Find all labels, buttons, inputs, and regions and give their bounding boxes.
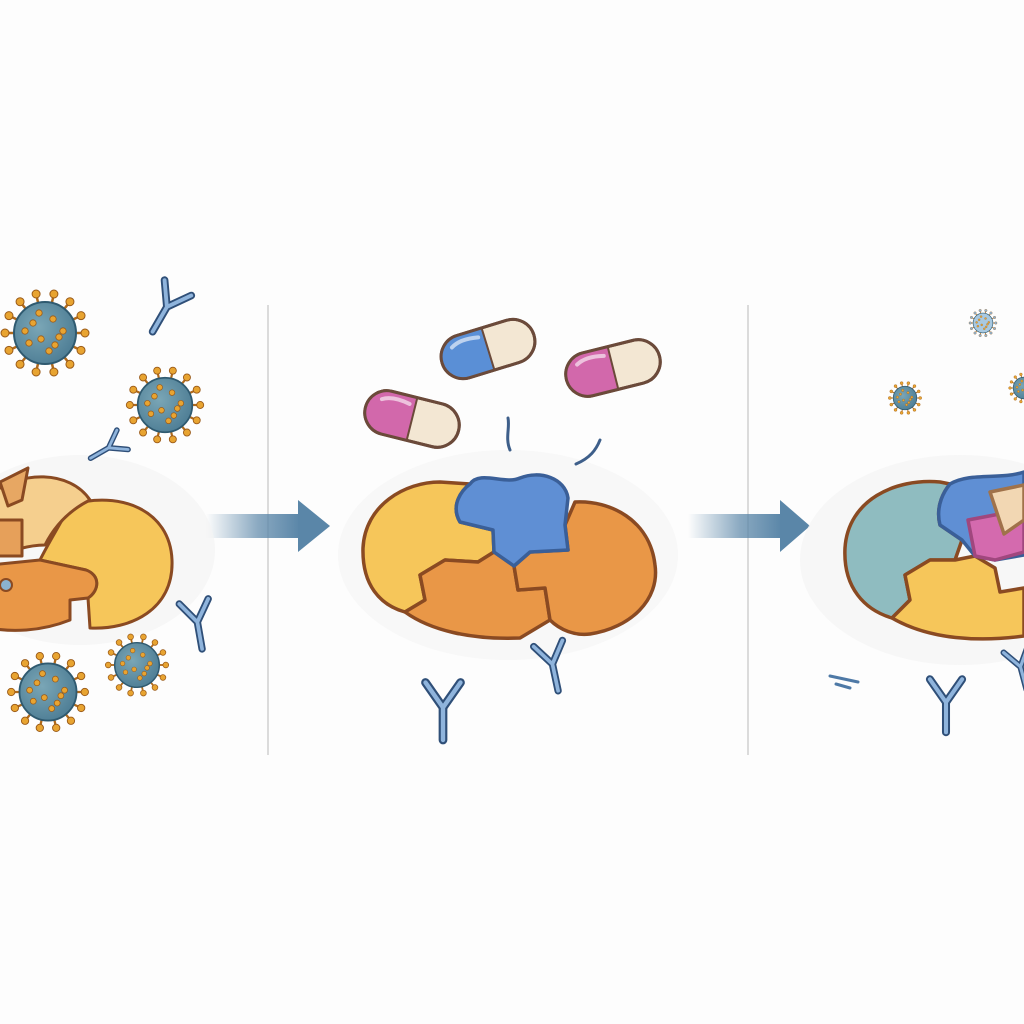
panel-infection	[0, 276, 215, 735]
arrow-right-icon	[688, 500, 810, 552]
ligand-fragment	[574, 438, 602, 466]
ligand-cream	[988, 483, 1024, 536]
antibody-fragment	[828, 674, 860, 690]
ligand-fragment	[506, 416, 512, 452]
protein-complex	[0, 466, 174, 632]
ligand-blue	[454, 473, 570, 568]
virus-icon	[968, 308, 998, 338]
protein-piece-orange	[0, 558, 99, 632]
protein-piece-orange-right	[512, 500, 658, 637]
capsule-icon	[561, 338, 662, 401]
antibody-icon	[530, 636, 567, 695]
antibody-icon	[925, 675, 967, 737]
protein-piece-block	[0, 518, 24, 558]
capsule-icon	[360, 386, 461, 449]
virus-icon	[5, 649, 91, 735]
panel-drug-binding	[338, 317, 678, 745]
virus-icon	[103, 631, 171, 699]
protein-complex	[843, 470, 1024, 641]
virus-icon	[0, 287, 91, 379]
protein-piece-yellow	[38, 498, 174, 630]
protein-complex	[361, 473, 658, 641]
arrow-right-icon	[206, 500, 330, 552]
virus-icon	[124, 364, 206, 446]
capsule-icon	[435, 317, 537, 385]
antibody-icon	[148, 276, 196, 336]
antibody-icon	[87, 427, 131, 462]
antibody-icon	[421, 678, 465, 745]
antibody-icon	[175, 595, 212, 653]
virus-icon	[887, 380, 923, 416]
antibody-icon	[1000, 642, 1024, 693]
virus-icon	[1007, 371, 1024, 405]
panel-inhibited-complex	[800, 308, 1024, 737]
protein-piece-tan	[0, 466, 30, 508]
protein-piece-yellow	[890, 554, 1024, 641]
